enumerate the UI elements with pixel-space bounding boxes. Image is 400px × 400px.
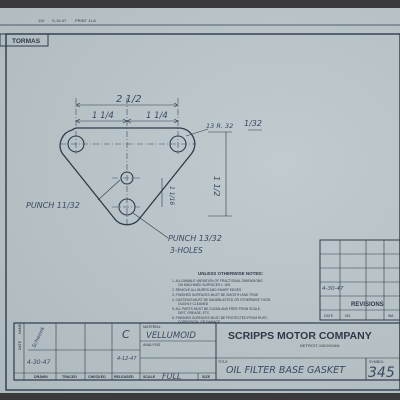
drawing-sheet: 119 S-19-47 PRINT 11-6 TORMAS (0, 8, 400, 393)
symbol-value: 345 (368, 365, 395, 381)
revisions-col-wa: WA (388, 314, 394, 318)
revisions-table (319, 239, 400, 321)
sheet-border (5, 33, 400, 391)
strip-date: S-19-47 (52, 18, 67, 23)
dim-corner-radius: 13 R. 32 (206, 122, 233, 130)
label-checked: CHECKED (88, 375, 106, 379)
strip-number: 119 (38, 18, 45, 23)
label-title: TITLE (218, 360, 228, 364)
callout-punch-large: PUNCH 13/32 (168, 234, 222, 243)
general-notes: UNLESS OTHERWISE NOTED: 1. ALLOWABLE VAR… (172, 271, 271, 324)
note-line-5: 4. CASTINGS MUST BE SANDBLASTED OR OTHER… (172, 298, 271, 302)
dim-center-offset: 1 1/16 (168, 186, 175, 205)
dimension-lines-horizontal (75, 102, 179, 124)
center-lines (60, 98, 196, 226)
note-line-3: 2. REMOVE ALL BURRS AND SHARP EDGES (172, 288, 242, 292)
callout-punch-small: PUNCH 11/32 (26, 201, 80, 210)
label-symbol: SYMBOL (369, 360, 384, 364)
punch-large-leader (132, 212, 169, 239)
label-date: DATE (18, 340, 22, 350)
callout-punch-qty: 3-HOLES (170, 246, 203, 255)
dim-thickness: 1/32 (244, 119, 262, 128)
note-line-8: DIRT, GREASE, ETC. (178, 311, 210, 315)
label-released: RELEASED (114, 375, 134, 379)
revisions-title: REVISIONS (351, 302, 384, 308)
drawn-signature: Schwenk (31, 325, 46, 349)
dim-right-half: 1 1/4 (146, 111, 168, 121)
strip-print: PRINT 11-6 (75, 18, 97, 23)
revisions-col-no: NO. (345, 314, 351, 318)
strip-label: TORMAS (12, 38, 41, 45)
checked-mark: C (122, 328, 130, 341)
part-title: OIL FILTER BASE GASKET (226, 365, 346, 376)
punch-small-leader (97, 179, 121, 201)
company-name: SCRIPPS MOTOR COMPANY (228, 330, 372, 342)
drawn-date: 4-30-47 (27, 359, 51, 366)
dim-overall-width: 2 1/2 (116, 94, 142, 105)
note-line-7: 5. ALL PARTS MUST BE CLEAN AND FREE FROM… (172, 307, 261, 311)
engineering-drawing: 119 S-19-47 PRINT 11-6 TORMAS (0, 18, 400, 391)
dim-height: 1 1/2 (212, 176, 221, 197)
material-value: VELLUMOID (146, 331, 196, 341)
strip-label-box (0, 33, 49, 47)
note-line-6: OUGHLY CLEANED (178, 302, 209, 306)
label-name: NAME (18, 323, 22, 334)
notes-heading: UNLESS OTHERWISE NOTED: (198, 271, 264, 276)
dim-left-half: 1 1/4 (92, 111, 114, 121)
label-size: SIZE (202, 375, 211, 379)
label-drawn: DRAWN (34, 375, 48, 379)
label-material: MATERIAL (143, 325, 161, 329)
note-line-10: CORROSION, OR DAMAGE (178, 320, 221, 324)
radius-leader (185, 128, 209, 137)
title-block-grid (13, 322, 400, 381)
note-line-9: 6. FINISHED SURFACES MUST BE PROTECTED F… (172, 316, 268, 320)
scale-value: FULL (162, 372, 181, 381)
note-line-4: 3. FINISHED SURFACES MUST BE SMOOTH AND … (172, 293, 259, 297)
released-date: 4-12-47 (117, 356, 137, 362)
label-scale: SCALE (143, 375, 156, 379)
paper-aging-overlay (0, 8, 400, 393)
note-line-1: 1. ALLOWABLE VARIATION OF FRACTIONAL DIM… (172, 279, 263, 283)
company-city: DETROIT, MICHIGAN (300, 343, 339, 348)
revisions-col-date: DATE (324, 314, 334, 318)
gasket-outline (59, 127, 196, 226)
label-analysis: ANALYSIS (143, 343, 161, 347)
label-traced: TRACED (62, 375, 77, 379)
revision-date-entry: 4-30-47 (322, 286, 344, 292)
note-line-2: ON MACHINED SURFACES ± .005 (178, 283, 230, 287)
